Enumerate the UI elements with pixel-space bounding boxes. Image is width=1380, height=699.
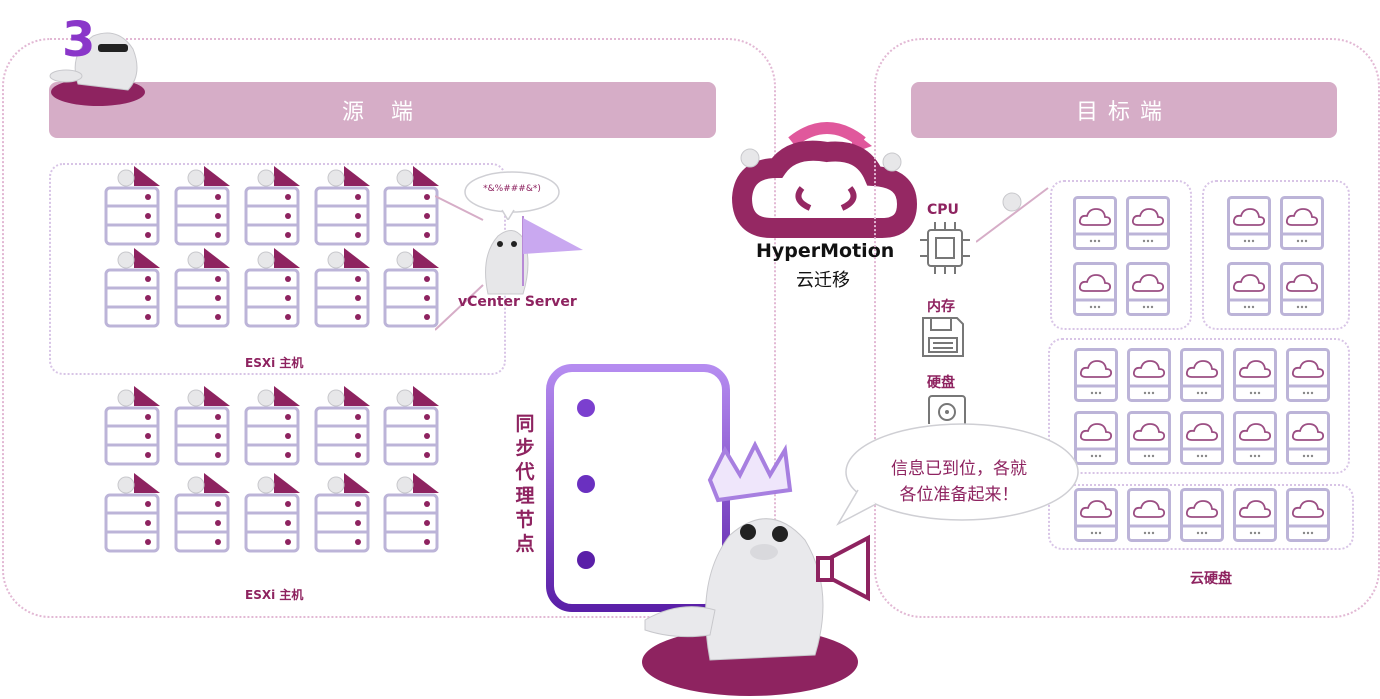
server-rack-icon bbox=[174, 166, 230, 246]
cloud-disk-icon bbox=[1286, 488, 1330, 542]
cloud-disk-icon bbox=[1127, 488, 1171, 542]
cloud-disk-icon bbox=[1280, 196, 1324, 250]
hypermotion-subtitle: 云迁移 bbox=[796, 270, 850, 291]
memory-floppy-icon bbox=[922, 317, 964, 357]
sync-node-label: 同步代理节点 bbox=[515, 413, 535, 555]
server-rack-icon bbox=[174, 248, 230, 328]
mascot-badge-number: 3 bbox=[62, 12, 96, 68]
cloud-disk-icon bbox=[1073, 262, 1117, 316]
target-speech-text: 信息已到位，各就各位准备起来！ bbox=[891, 459, 1027, 505]
server-rack-icon bbox=[383, 386, 439, 466]
esxi-label-top: ESXi 主机 bbox=[245, 356, 304, 370]
resource-cpu-label: CPU bbox=[927, 202, 959, 218]
server-rack-icon bbox=[244, 473, 300, 553]
seal-mascot-badge-icon bbox=[49, 32, 145, 106]
cloud-disk-icon bbox=[1180, 488, 1224, 542]
cloud-disk-icon bbox=[1127, 348, 1171, 402]
server-rack-icon bbox=[104, 248, 160, 328]
hypermotion-brand: HyperMotion bbox=[756, 240, 895, 262]
target-title: 目标端 bbox=[1075, 100, 1172, 125]
server-rack-icon bbox=[244, 166, 300, 246]
cloud-sync-icon bbox=[732, 122, 918, 238]
cloud-disk-icon bbox=[1074, 488, 1118, 542]
vcenter-connector-lines bbox=[435, 195, 484, 331]
megaphone-icon bbox=[816, 534, 870, 602]
server-rack-icon bbox=[104, 166, 160, 246]
source-panel bbox=[2, 38, 776, 618]
cloud-disk-icon bbox=[1233, 348, 1277, 402]
server-rack-icon bbox=[383, 166, 439, 246]
sync-node-server-icon bbox=[546, 364, 730, 612]
vcenter-seal-icon bbox=[485, 216, 583, 295]
cloud-disk-icon bbox=[1074, 348, 1118, 402]
cloud-disk-icon bbox=[1233, 488, 1277, 542]
cloud-disk-group-4 bbox=[1048, 484, 1354, 550]
server-rack-icon bbox=[244, 248, 300, 328]
server-rack-icon bbox=[174, 386, 230, 466]
server-rack-icon bbox=[314, 248, 370, 328]
target-speech-bubble bbox=[836, 423, 1079, 526]
cloud-disk-group-2 bbox=[1202, 180, 1350, 330]
cloud-disk-icon bbox=[1286, 348, 1330, 402]
resource-disk-label: 硬盘 bbox=[927, 375, 955, 391]
server-rack-icon bbox=[383, 248, 439, 328]
source-title-banner: 源 端 bbox=[49, 82, 716, 138]
cloud-disk-icon bbox=[1280, 262, 1324, 316]
cloud-disk-icon bbox=[1286, 411, 1330, 465]
target-title-banner: 目标端 bbox=[911, 82, 1337, 138]
vcenter-label: vCenter Server bbox=[458, 294, 577, 310]
hard-disk-icon bbox=[928, 395, 966, 424]
resource-memory-label: 内存 bbox=[927, 299, 955, 315]
server-rack-icon bbox=[314, 166, 370, 246]
cloud-disk-icon bbox=[1227, 262, 1271, 316]
crowned-seal-mascot-icon bbox=[642, 440, 870, 696]
vcenter-speech-bubble bbox=[464, 171, 560, 220]
cloud-disk-group-3 bbox=[1048, 338, 1350, 474]
cloud-disk-icon bbox=[1180, 411, 1224, 465]
cloud-disk-icon bbox=[1233, 411, 1277, 465]
server-rack-icon bbox=[104, 386, 160, 466]
cloud-disk-icon bbox=[1074, 411, 1118, 465]
server-rack-icon bbox=[314, 386, 370, 466]
cpu-chip-icon bbox=[920, 222, 970, 274]
server-rack-icon bbox=[104, 473, 160, 553]
cloud-disk-icon bbox=[1126, 196, 1170, 250]
cloud-disk-icon bbox=[1126, 262, 1170, 316]
vcenter-speech-text: *&%###&*) bbox=[483, 184, 541, 194]
source-title: 源 端 bbox=[342, 100, 423, 125]
server-rack-icon bbox=[244, 386, 300, 466]
cloud-disk-icon bbox=[1127, 411, 1171, 465]
cloud-disk-label: 云硬盘 bbox=[1190, 571, 1232, 587]
target-panel bbox=[874, 38, 1380, 618]
cloud-disk-icon bbox=[1180, 348, 1224, 402]
cloud-disk-icon bbox=[1227, 196, 1271, 250]
resource-connector-lines bbox=[976, 187, 1049, 243]
esxi-label-bottom: ESXi 主机 bbox=[245, 588, 304, 602]
cloud-disk-icon bbox=[1073, 196, 1117, 250]
server-rack-icon bbox=[174, 473, 230, 553]
cloud-disk-group-1 bbox=[1050, 180, 1192, 330]
server-rack-icon bbox=[314, 473, 370, 553]
server-rack-icon bbox=[383, 473, 439, 553]
